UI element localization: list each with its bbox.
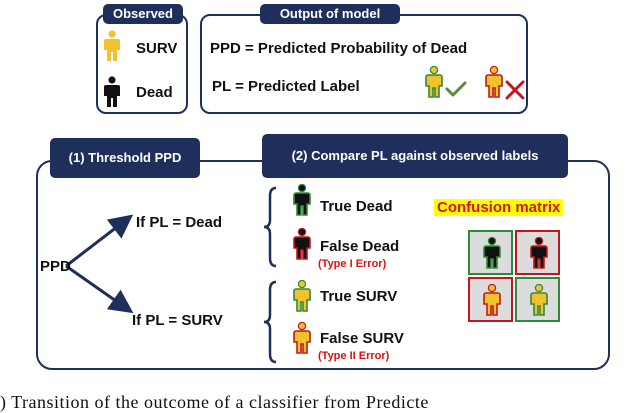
step2-header: (2) Compare PL against observed labels: [262, 134, 568, 178]
branch-arrows: [65, 214, 134, 314]
cell-false-dead: [515, 230, 560, 275]
model-output-box: [200, 14, 528, 114]
branch-surv-label: If PL = SURV: [132, 312, 223, 329]
false-surv-label: False SURV: [320, 330, 404, 347]
dead-person-icon: [104, 76, 120, 107]
true-dead-label: True Dead: [320, 198, 393, 215]
ppd-definition: PPD = Predicted Probability of Dead: [210, 40, 468, 57]
cell-true-surv: [515, 277, 560, 322]
correct-person-icon: [425, 66, 443, 98]
observed-header: Observed: [103, 4, 183, 24]
brace-dead: [263, 186, 277, 268]
false-dead-icon: [293, 228, 311, 260]
true-surv-label: True SURV: [320, 288, 398, 305]
brace-surv: [263, 280, 277, 364]
flow-root-ppd: PPD: [40, 258, 71, 275]
pl-definition: PL = Predicted Label: [212, 78, 360, 95]
figure-caption: ) Transition of the outcome of a classif…: [0, 392, 429, 412]
true-surv-icon: [293, 280, 311, 312]
branch-dead-label: If PL = Dead: [136, 214, 223, 231]
false-surv-icon: [293, 322, 311, 354]
surv-person-icon: [104, 30, 120, 61]
confusion-matrix-title: Confusion matrix: [434, 199, 564, 216]
step1-header: (1) Threshold PPD: [50, 138, 200, 178]
cell-true-dead: [468, 230, 513, 275]
cross-mark-icon: [505, 80, 525, 100]
model-output-header: Output of model: [260, 4, 400, 24]
type2-error-label: (Type II Error): [318, 350, 390, 362]
check-mark-icon: [445, 81, 467, 97]
cell-false-surv: [468, 277, 513, 322]
false-dead-label: False Dead: [320, 238, 400, 255]
confusion-matrix-grid: [468, 230, 560, 322]
wrong-person-icon: [485, 66, 503, 98]
dead-legend-label: Dead: [136, 84, 173, 101]
true-dead-icon: [293, 184, 311, 216]
process-box: [36, 160, 610, 370]
surv-legend-label: SURV: [136, 40, 178, 57]
type1-error-label: (Type I Error): [318, 258, 387, 270]
